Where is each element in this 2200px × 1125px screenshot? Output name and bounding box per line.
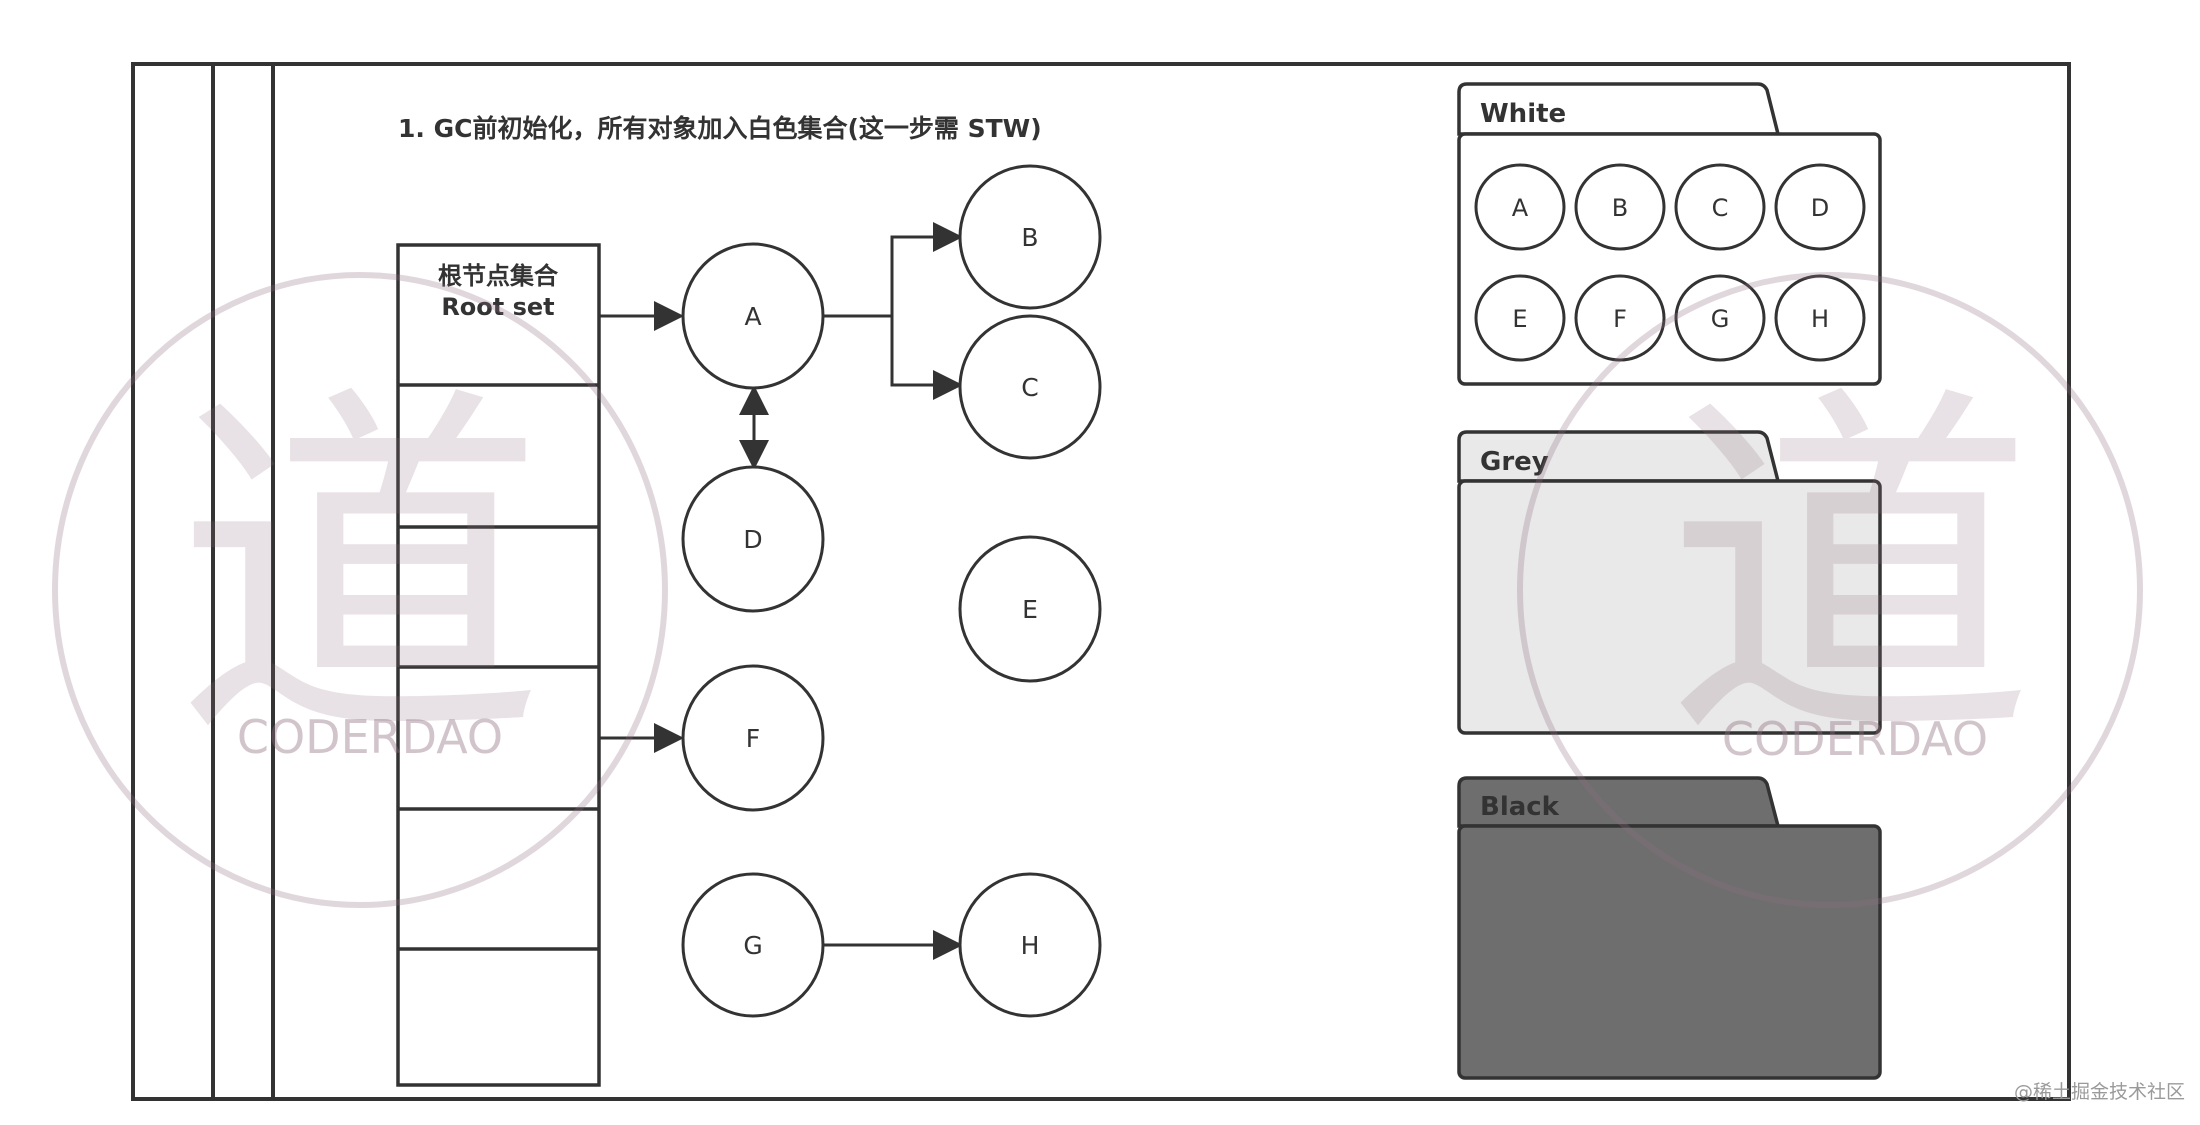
white-item-h-label: H (1811, 305, 1829, 333)
edges (599, 222, 963, 960)
diagram-title: 1. GC前初始化，所有对象加入白色集合(这一步需 STW) (398, 114, 1042, 143)
white-item-e (1474, 274, 1566, 362)
white-item-a-label: A (1512, 194, 1529, 222)
node-e-label: E (1022, 595, 1038, 624)
node-d (681, 465, 825, 613)
watermark-right (1517, 272, 2143, 908)
node-d-label: D (743, 525, 762, 554)
footer-credit: @稀土掘金技术社区 (2014, 1081, 2185, 1103)
black-set-label: Black (1480, 792, 1560, 822)
node-c-label: C (1021, 373, 1038, 402)
node-h-label: H (1021, 931, 1040, 960)
node-b-label: B (1021, 223, 1038, 252)
white-set-items (1474, 163, 1866, 362)
object-graph (681, 164, 1102, 1018)
node-f (681, 664, 825, 812)
white-item-h (1774, 274, 1866, 362)
white-set-label: White (1480, 99, 1566, 129)
white-item-g-label: G (1711, 305, 1730, 333)
node-g-label: G (743, 931, 762, 960)
node-f-label: F (746, 724, 760, 753)
node-a-label: A (744, 302, 761, 331)
watermark-left-glyph: 道 (175, 358, 545, 788)
white-item-a (1474, 163, 1566, 251)
white-item-c (1674, 163, 1766, 251)
grey-set-label: Grey (1480, 447, 1549, 477)
root-set-label-cn: 根节点集合 (438, 262, 559, 290)
node-h (958, 872, 1102, 1018)
watermark-right-glyph: 道 (1665, 358, 2035, 788)
white-item-f (1574, 274, 1666, 362)
node-a (681, 242, 825, 390)
root-set (396, 243, 601, 1087)
root-set-label-en: Root set (441, 293, 554, 321)
node-c (958, 314, 1102, 460)
white-item-g (1674, 274, 1766, 362)
node-b (958, 164, 1102, 310)
watermark-right-text: CODERDAO (1722, 712, 1988, 766)
white-item-b (1574, 163, 1666, 251)
white-item-c-label: C (1712, 194, 1729, 222)
white-item-d (1774, 163, 1866, 251)
node-e (958, 535, 1102, 683)
white-item-b-label: B (1612, 194, 1628, 222)
white-item-d-label: D (1811, 194, 1829, 222)
node-g (681, 872, 825, 1018)
grey-set-folder (1457, 430, 1882, 735)
black-set-folder (1457, 776, 1882, 1080)
white-item-f-label: F (1613, 305, 1627, 333)
watermark-left (52, 272, 668, 908)
edge-a-c (890, 316, 963, 400)
watermark-left-text: CODERDAO (237, 710, 503, 764)
white-item-e-label: E (1512, 305, 1527, 333)
diagram-frame (131, 62, 2071, 1101)
edge-a-b (823, 222, 963, 318)
